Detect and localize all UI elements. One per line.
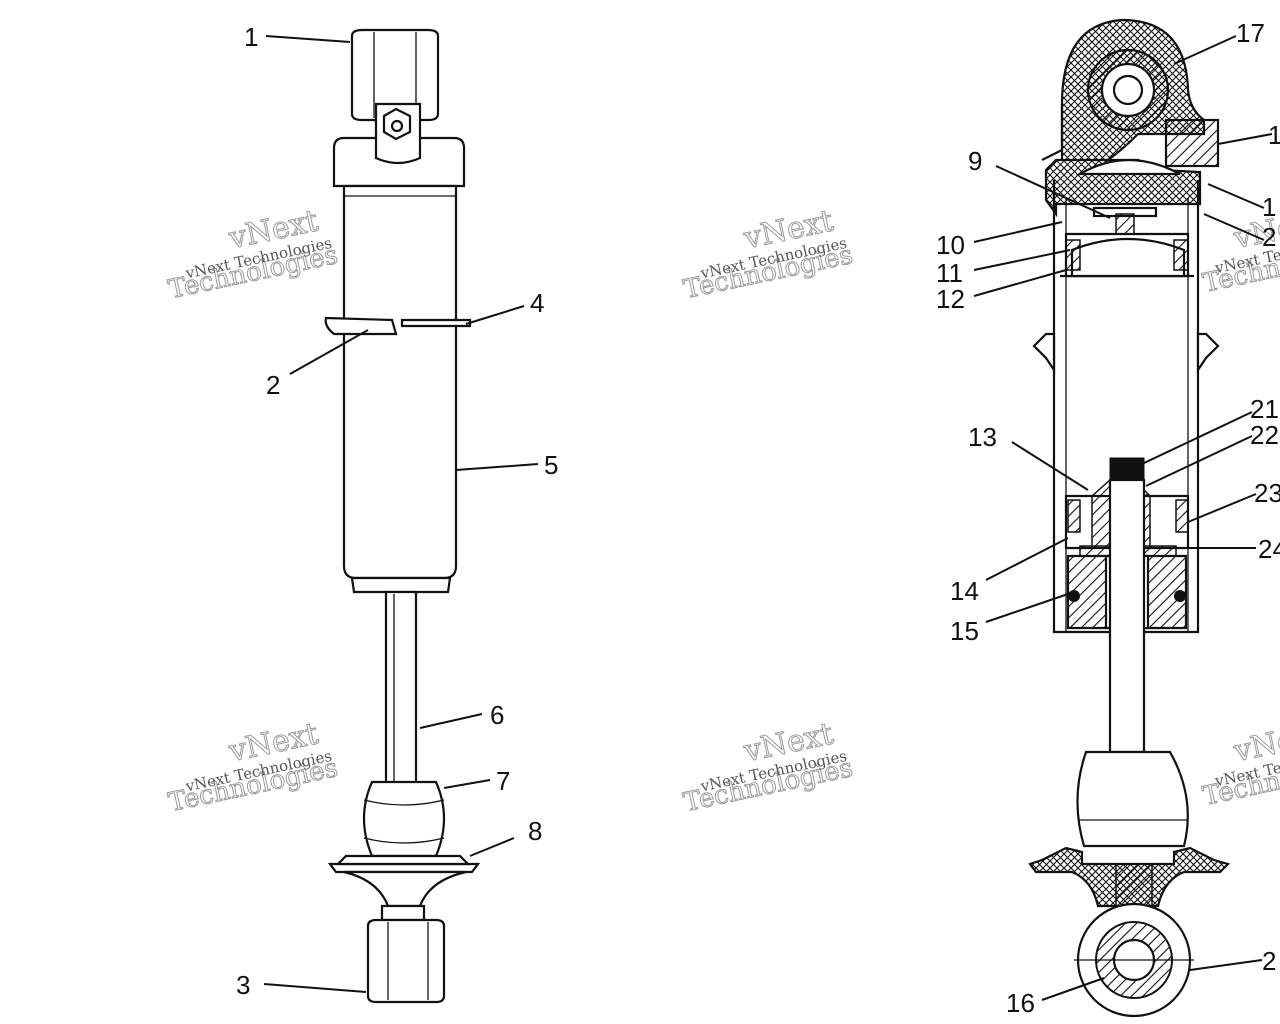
watermark-right-bottom: vNext Technologies vNext Technologies xyxy=(680,716,856,819)
bumper xyxy=(362,780,446,858)
watermark-edge-bottom: vNext Technologies vNext Technologies xyxy=(1200,716,1280,812)
callout-9: 9 xyxy=(968,146,982,176)
piston-nut xyxy=(1109,457,1145,483)
callout-5: 5 xyxy=(544,450,558,480)
cutaway-piston-rod xyxy=(1108,478,1146,754)
callout-21: 21 xyxy=(1250,394,1279,424)
callout-16: 16 xyxy=(1006,988,1035,1018)
callout-10: 10 xyxy=(936,230,965,260)
callout-12: 12 xyxy=(936,284,965,314)
callout-1: 1 xyxy=(244,22,258,52)
callout-labels: 1 2 3 4 5 6 7 8 9 10 11 12 13 14 15 16 1… xyxy=(236,18,1280,1018)
callout-14: 14 xyxy=(950,576,979,606)
callout-17: 17 xyxy=(1236,18,1265,48)
callout-19: 1 xyxy=(1262,192,1276,222)
watermark-left-top: vNext Technologies vNext Technologies xyxy=(165,203,341,306)
callout-24: 24 xyxy=(1258,534,1280,564)
callout-23: 23 xyxy=(1254,478,1280,508)
spring-retainer xyxy=(327,862,481,874)
schrader-fitting xyxy=(1164,118,1220,168)
callout-2: 2 xyxy=(266,370,280,400)
watermark-left-bottom: vNext Technologies vNext Technologies xyxy=(165,716,341,819)
leader-lines xyxy=(263,35,1273,1001)
callout-3: 3 xyxy=(236,970,250,1000)
callout-7: 7 xyxy=(496,766,510,796)
shock-cutaway-view xyxy=(1028,18,1231,1018)
watermark-right-top: vNext Technologies vNext Technologies xyxy=(680,203,856,306)
spring-clip xyxy=(324,316,398,336)
retaining-band xyxy=(400,318,472,328)
callout-6: 6 xyxy=(490,700,504,730)
cutaway-bumper xyxy=(1076,750,1189,848)
shock-body xyxy=(342,184,458,580)
lower-stud xyxy=(1115,863,1153,911)
lower-eyelet xyxy=(366,918,446,1004)
callout-20: 2 xyxy=(1262,222,1276,252)
callout-11: 11 xyxy=(936,258,963,288)
callout-8: 8 xyxy=(528,816,542,846)
callout-13: 13 xyxy=(968,422,997,452)
callout-18: 1 xyxy=(1268,120,1280,150)
callout-22: 22 xyxy=(1250,420,1279,450)
piston-rod xyxy=(384,590,418,786)
callout-25: 2 xyxy=(1262,946,1276,976)
callout-4: 4 xyxy=(530,288,544,318)
shock-exterior-view xyxy=(324,28,481,1004)
callout-15: 15 xyxy=(950,616,979,646)
